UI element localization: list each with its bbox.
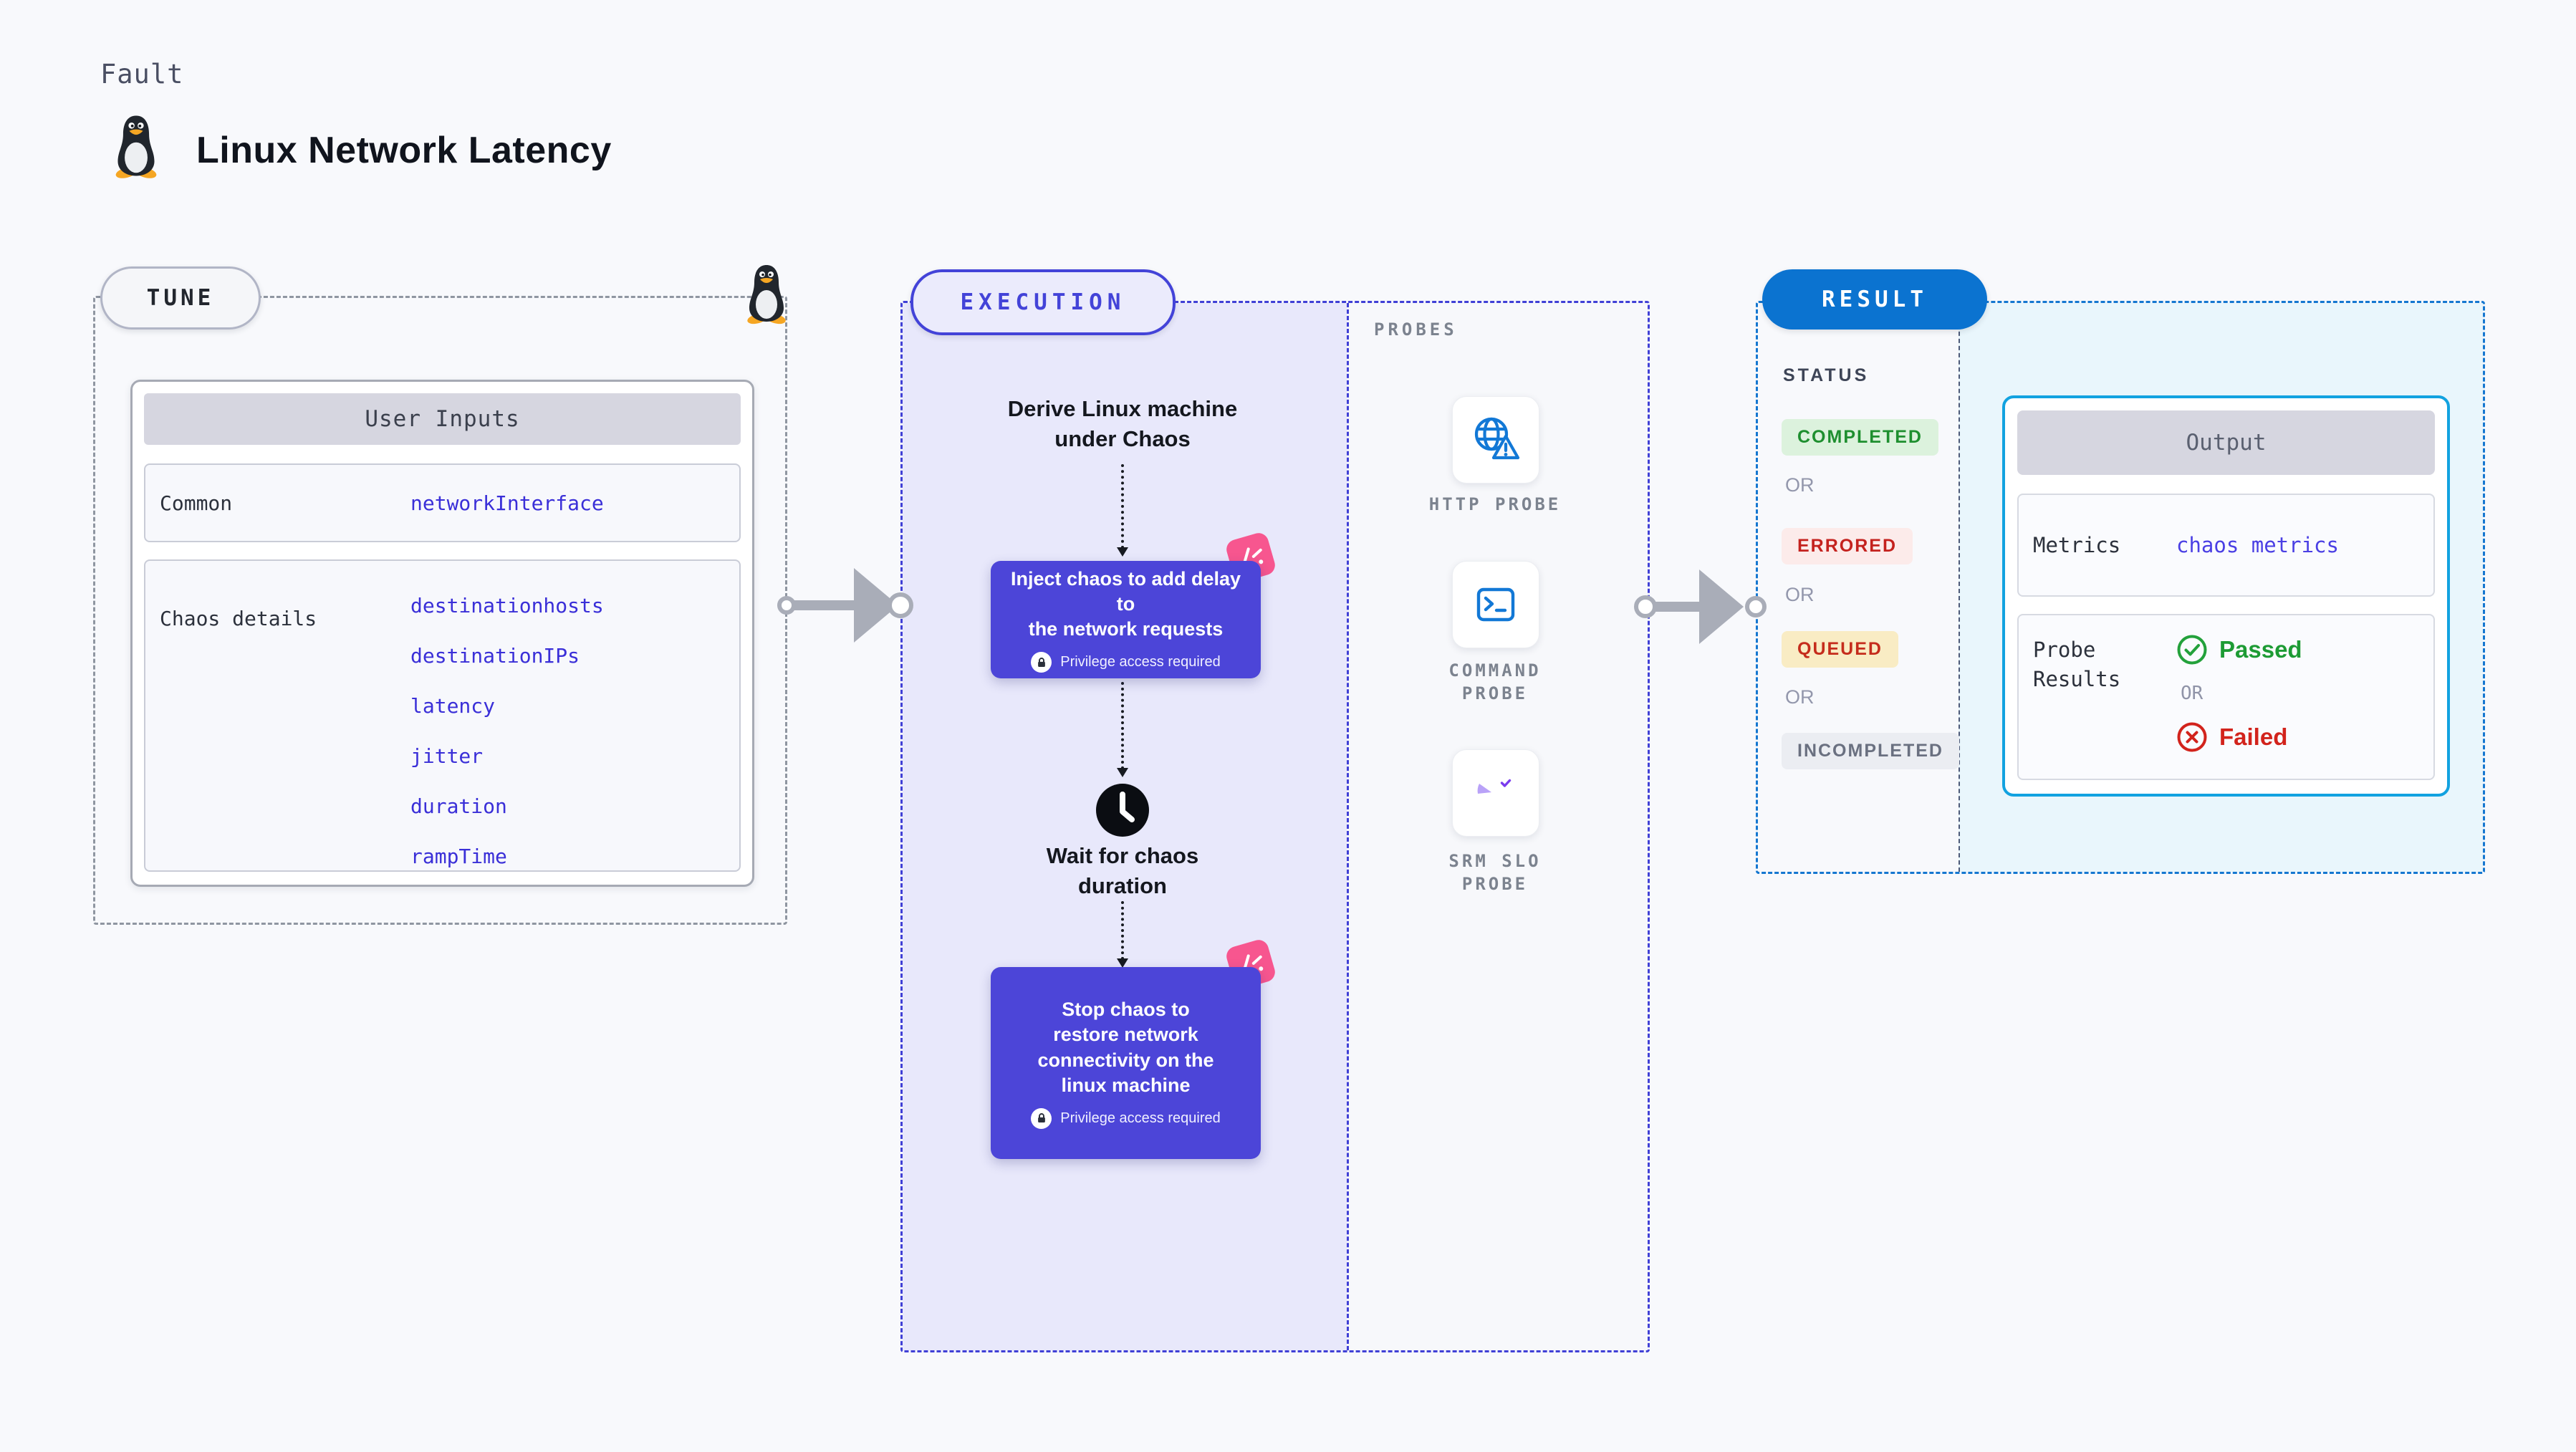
tux-penguin-icon bbox=[112, 113, 160, 179]
input-value: jitter bbox=[410, 744, 484, 768]
passed-label: Passed bbox=[2219, 636, 2302, 663]
input-value: destinationIPs bbox=[410, 644, 580, 668]
inject-chaos-label: Inject chaos to add delay to the network… bbox=[1010, 567, 1241, 640]
status-badge-errored: ERRORED bbox=[1782, 528, 1913, 564]
http-probe-card bbox=[1452, 396, 1539, 484]
flow-dotted-arrowhead-icon bbox=[1117, 547, 1128, 557]
x-circle-icon bbox=[2176, 721, 2208, 753]
status-badge-incompleted: INCOMPLETED bbox=[1782, 733, 1959, 769]
input-value: networkInterface bbox=[410, 491, 604, 515]
srm-slo-probe-label: SRM SLO PROBE bbox=[1448, 851, 1542, 895]
or-separator: OR bbox=[2181, 683, 2203, 704]
connector-dot bbox=[1745, 596, 1767, 617]
user-inputs-card: User Inputs Common networkInterface Chao… bbox=[130, 380, 754, 887]
or-separator: OR bbox=[1785, 686, 1815, 708]
stop-chaos-node: Stop chaos to restore network connectivi… bbox=[991, 967, 1261, 1159]
privilege-note: Privilege access required bbox=[1060, 654, 1221, 670]
tux-penguin-corner-icon bbox=[744, 262, 789, 325]
flow-arrow bbox=[790, 600, 856, 610]
tune-badge: TUNE bbox=[100, 266, 261, 330]
connector-dot bbox=[777, 596, 796, 615]
or-separator: OR bbox=[1785, 584, 1815, 605]
output-card: Output Metrics chaos metrics Probe Resul… bbox=[2002, 395, 2450, 797]
metrics-label: Metrics bbox=[2033, 532, 2121, 557]
chaos-details-row: Chaos details destinationhosts destinati… bbox=[144, 559, 741, 872]
probes-section-label: PROBES bbox=[1374, 319, 1458, 340]
http-probe-label: HTTP PROBE bbox=[1428, 494, 1562, 514]
globe-alert-icon bbox=[1468, 412, 1524, 468]
flow-arrow bbox=[1653, 602, 1702, 612]
srm-slo-probe-card bbox=[1452, 749, 1539, 837]
command-probe-card bbox=[1452, 561, 1539, 648]
or-separator: OR bbox=[1785, 474, 1815, 496]
derive-step-label: Derive Linux machine under Chaos bbox=[1007, 396, 1238, 451]
stop-chaos-label: Stop chaos to restore network connectivi… bbox=[1037, 999, 1214, 1096]
output-header: Output bbox=[2017, 410, 2435, 475]
status-section-label: STATUS bbox=[1783, 365, 1870, 385]
clock-icon bbox=[1096, 784, 1149, 837]
probe-results-row: Probe Results Passed OR Failed bbox=[2017, 614, 2435, 780]
common-row: Common networkInterface bbox=[144, 463, 741, 542]
connector-dot bbox=[888, 592, 913, 618]
lock-icon bbox=[1031, 652, 1052, 673]
inject-chaos-node: Inject chaos to add delay to the network… bbox=[991, 561, 1261, 678]
flow-dotted-arrowhead-icon bbox=[1117, 958, 1128, 968]
fault-eyebrow: Fault bbox=[100, 59, 184, 90]
flow-dotted-line bbox=[1121, 682, 1124, 769]
input-value: latency bbox=[410, 694, 496, 718]
privilege-note: Privilege access required bbox=[1060, 1110, 1221, 1126]
status-badge-completed: COMPLETED bbox=[1782, 419, 1938, 456]
check-circle-icon bbox=[2176, 634, 2208, 665]
slo-gauge-icon bbox=[1468, 765, 1524, 821]
flow-arrowhead-icon bbox=[1699, 569, 1744, 644]
chaos-details-label: Chaos details bbox=[160, 607, 317, 630]
command-probe-label: COMMAND PROBE bbox=[1448, 660, 1542, 704]
failed-label: Failed bbox=[2219, 723, 2288, 750]
terminal-icon bbox=[1468, 577, 1524, 633]
result-badge: RESULT bbox=[1762, 269, 1987, 330]
probe-results-label: Probe Results bbox=[2033, 638, 2121, 691]
lock-icon bbox=[1031, 1107, 1052, 1129]
execution-badge: EXECUTION bbox=[910, 269, 1176, 335]
common-label: Common bbox=[160, 491, 233, 515]
user-inputs-header: User Inputs bbox=[144, 393, 741, 445]
flow-dotted-arrowhead-icon bbox=[1117, 768, 1128, 777]
flow-dotted-line bbox=[1121, 464, 1124, 549]
input-value: rampTime bbox=[410, 845, 507, 868]
wait-step-label: Wait for chaos duration bbox=[1046, 843, 1199, 898]
page-title: Linux Network Latency bbox=[196, 130, 612, 171]
connector-dot bbox=[1634, 595, 1657, 618]
input-value: destinationhosts bbox=[410, 594, 604, 617]
flow-dotted-line bbox=[1121, 901, 1124, 960]
metrics-row: Metrics chaos metrics bbox=[2017, 494, 2435, 597]
status-badge-queued: QUEUED bbox=[1782, 631, 1898, 668]
input-value: duration bbox=[410, 794, 507, 818]
metrics-value: chaos metrics bbox=[2176, 533, 2339, 557]
